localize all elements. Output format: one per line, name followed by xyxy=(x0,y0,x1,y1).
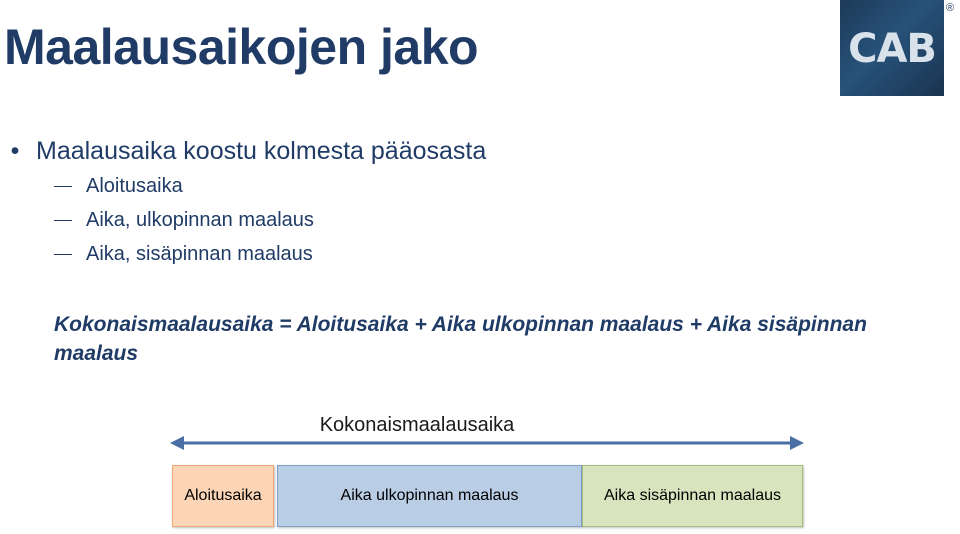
registered-mark: ® xyxy=(946,2,955,14)
sub-bullet-text: Aika, ulkopinnan maalaus xyxy=(86,209,314,231)
interior-painting-box: Aika sisäpinnan maalaus xyxy=(582,465,803,527)
dash-icon xyxy=(54,186,72,188)
exterior-painting-box: Aika ulkopinnan maalaus xyxy=(277,465,582,527)
sub-bullet: Aika, ulkopinnan maalaus xyxy=(54,209,314,232)
main-bullet: • Maalausaika koostu kolmesta pääosasta xyxy=(0,137,487,166)
dash-icon xyxy=(54,254,72,256)
sub-bullet-text: Aika, sisäpinnan maalaus xyxy=(86,243,313,265)
cab-logo: CAB xyxy=(840,0,944,96)
dash-icon xyxy=(54,220,72,222)
sub-bullet: Aloitusaika xyxy=(54,175,183,198)
logo-text: CAB xyxy=(848,26,937,72)
main-bullet-text: Maalausaika koostu kolmesta pääosasta xyxy=(36,137,487,165)
bullet-dot-icon: • xyxy=(10,137,20,165)
sub-bullet: Aika, sisäpinnan maalaus xyxy=(54,243,313,266)
formula-text: Kokonaismaalausaika = Aloitusaika + Aika… xyxy=(54,313,867,365)
sub-bullet-text: Aloitusaika xyxy=(86,175,183,197)
start-time-box: Aloitusaika xyxy=(172,465,274,527)
slide-title: Maalausaikojen jako xyxy=(4,19,479,75)
total-time-label: Kokonaismaalausaika xyxy=(319,414,515,436)
double-arrow-icon xyxy=(170,436,804,450)
